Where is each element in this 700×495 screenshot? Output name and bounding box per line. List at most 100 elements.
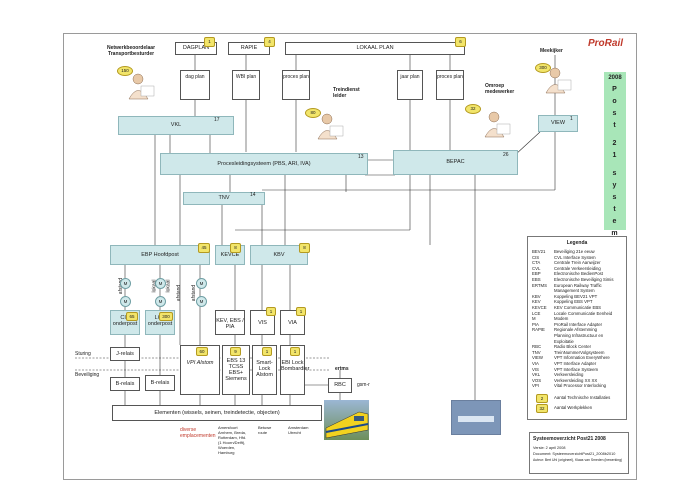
vertical-title-letter: t: [613, 122, 617, 129]
legend-value: Electronische BedienPost: [554, 271, 603, 277]
legend-key: VKL: [532, 372, 541, 378]
count-badge: 65: [126, 312, 138, 321]
bepac-system: BEPAC: [393, 150, 518, 175]
legend-value: Planning Infrastructuur en: [554, 333, 604, 338]
title-block-document: Document: SysteemoverzichtPost21_2008b20…: [533, 452, 616, 456]
legend-key: KBV: [532, 293, 541, 299]
jaar-plan-doc: jaar plan: [397, 70, 423, 100]
kbv-label: KBV: [273, 252, 285, 258]
legend-key: RAPIE: [532, 327, 545, 333]
legend-value: Koppeling EBS VPT: [554, 299, 593, 305]
modem-icon: M: [155, 296, 166, 307]
vertical-title-letter: 1: [612, 152, 618, 159]
count-badge: 8: [299, 243, 310, 253]
count-badge: 300: [535, 63, 551, 73]
legend-key: CIS: [532, 254, 540, 260]
sturing-label: Sturing: [75, 351, 91, 357]
legend-key: CVL: [532, 265, 541, 271]
legend-key: EBS: [532, 277, 541, 282]
count-badge: 45: [198, 243, 210, 253]
actor-label-tdl: Treindienst leider: [333, 87, 360, 99]
vertical-title-letter: y: [612, 182, 618, 189]
ebp-hoofdpost-system: EBP Hoofdpost: [110, 245, 210, 265]
vertical-title-letter: P: [612, 86, 618, 93]
bepac-count: 26: [503, 152, 509, 158]
count-badge: 32: [465, 104, 481, 114]
legend-key: PIA: [532, 321, 539, 327]
legend-value: TreinNummerVolgsysteem: [554, 349, 605, 355]
legend-badge: 32: [536, 404, 548, 413]
ebilock-box: EBI Lock Bombardier: [280, 345, 309, 395]
legend-value: Modem: [554, 316, 569, 322]
person-icon: [315, 112, 345, 140]
location-label: Amersfoort Arnhem, Breda, Rotterdam, Hfd…: [218, 425, 247, 455]
vestiging-label: diverse emplacementen: [180, 427, 216, 439]
count-badge: 300: [159, 312, 173, 321]
legend-key: EBP: [532, 271, 541, 277]
rapie-label: RAPIE: [240, 45, 258, 51]
beveiliging-label: Beveiliging: [75, 372, 100, 378]
count-badge: 1: [290, 347, 300, 356]
legend-key: VPI: [532, 383, 539, 389]
legend-title: Legenda: [566, 240, 588, 246]
legend-row: Planning Infrastructuur en: [532, 333, 603, 338]
count-badge: 1: [266, 307, 276, 316]
legend-row: TNV TreinNummerVolgsysteem: [532, 350, 604, 355]
modem-icon: M: [196, 296, 207, 307]
legend-key: TNV: [532, 349, 541, 355]
count-badge: 9: [230, 347, 241, 356]
legend-value: CVL Interface System: [554, 254, 596, 260]
count-badge: 1: [262, 347, 272, 356]
modem-icon: M: [120, 296, 131, 307]
legend-row: Management System: [532, 288, 595, 293]
legend-value: Radio Block Center: [554, 344, 592, 350]
legend-key: VIEW: [532, 355, 543, 361]
vkl-system: VKL: [118, 116, 234, 135]
legend-value: Vital Processor Interlocking: [554, 383, 606, 389]
link-label: afstand: [176, 284, 183, 302]
legend-value: Verkeersleiding: [554, 372, 584, 378]
kev-ebs-pia-box: KEV, EBS / PIA: [215, 310, 245, 335]
tnv-label: TNV: [218, 195, 230, 201]
person-icon: [482, 110, 512, 138]
legend-value: Centrale Verkeersleiding: [554, 265, 601, 271]
title-block-title: Systeemoverzicht Post21 2008: [533, 436, 606, 442]
vertical-title-letter: s: [612, 194, 618, 201]
person-icon: [126, 72, 156, 100]
legend-value: Verkeersleiding XX XX: [554, 377, 598, 383]
legend-value: VPT Interface Adapter: [554, 361, 597, 366]
vertical-title-letter: m: [611, 230, 619, 237]
legend-row: Exploitatie: [532, 339, 574, 344]
j-relais-box: J-relais: [110, 347, 140, 361]
modem-icon: M: [120, 278, 131, 289]
ertms-label: ertms: [335, 366, 349, 372]
legend-value: Koppeling BEV21 VPT: [554, 293, 598, 299]
legend-key: KEVCE: [532, 305, 547, 310]
legend-value: European Railway Traffic: [554, 282, 602, 288]
legend-badge-text: Aantal Technische Installaties: [554, 395, 611, 400]
legend-key: CTA: [532, 260, 541, 266]
wbi-plan-doc: WBI plan: [232, 70, 260, 100]
title-block-auteur: Auteur: Bert Uhl (origineel), Klaas van …: [533, 458, 623, 462]
display-board-image: [451, 400, 501, 435]
legend-value: Beveiliging 21e eeuw: [554, 249, 595, 254]
ebs-box: EBS 13 TCSS EBS+ Siemens: [222, 345, 250, 395]
kevce-label: KEVCE: [220, 252, 240, 258]
vertical-title-letter: o: [612, 98, 618, 105]
ebp-label: EBP Hoofdpost: [141, 252, 179, 258]
legend-row: VKL Verkeersleiding: [532, 372, 583, 377]
legend-key: VIA: [532, 361, 539, 366]
count-badge: 1: [296, 307, 306, 316]
actor-label-meekijker: Meekijker: [540, 48, 563, 54]
title-block: Systeemoverzicht Post21 2008 Versie: 2 a…: [529, 432, 629, 474]
